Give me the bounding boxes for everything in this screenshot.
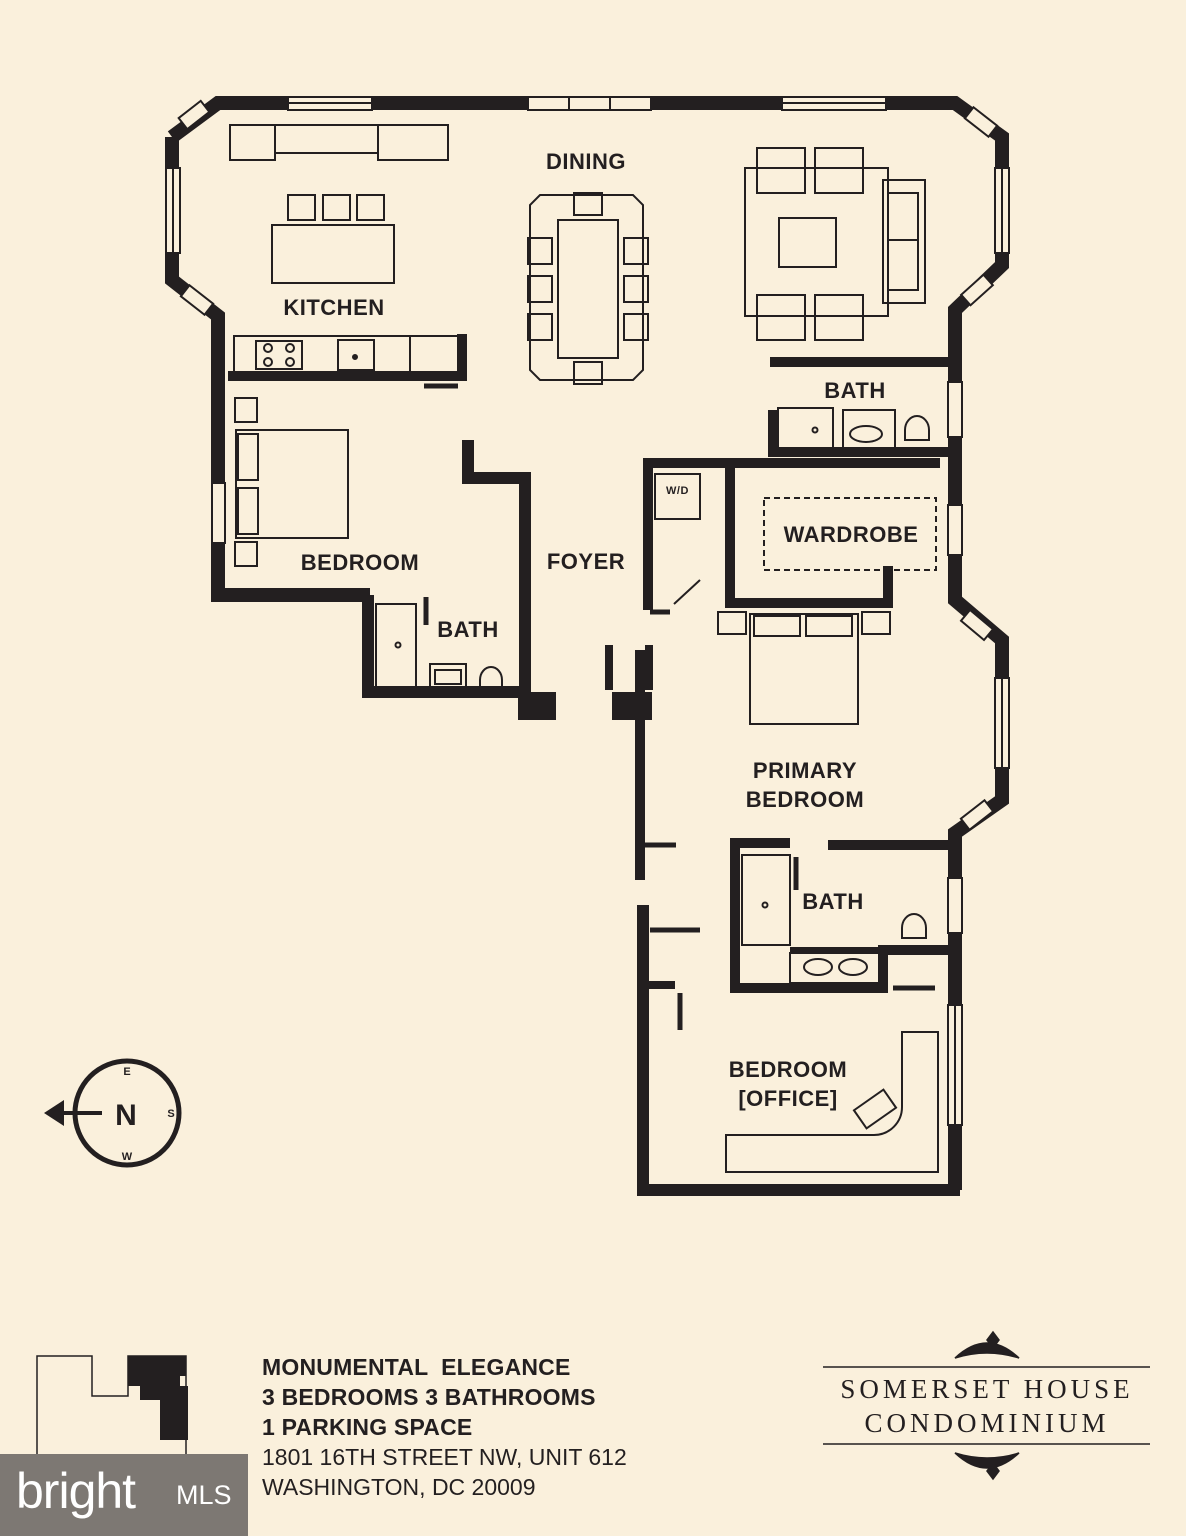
- listing-rooms: 3 BEDROOMS 3 BATHROOMS: [262, 1384, 596, 1410]
- label-wardrobe: WARDROBE: [783, 522, 919, 547]
- label-bath-1: BATH: [824, 378, 886, 403]
- key-plan: [36, 1355, 188, 1455]
- wall-bedroom-bath: [362, 440, 531, 698]
- label-wd: W/D: [666, 485, 689, 497]
- label-bath-2: BATH: [437, 617, 499, 642]
- listing-city: WASHINGTON, DC 20009: [262, 1474, 536, 1500]
- listing-title: MONUMENTAL ELEGANCE: [262, 1354, 571, 1380]
- label-bedroom: BEDROOM: [300, 550, 420, 575]
- label-foyer: FOYER: [546, 549, 626, 574]
- label-office-1: BEDROOM: [728, 1057, 848, 1082]
- windows: [165, 96, 1010, 1126]
- brand-line-2: CONDOMINIUM: [864, 1408, 1110, 1438]
- bright-mls-watermark: bright MLS: [0, 1454, 248, 1536]
- label-dining: DINING: [546, 149, 626, 174]
- compass-n: N: [115, 1099, 137, 1132]
- listing-parking: 1 PARKING SPACE: [262, 1414, 473, 1440]
- compass-w: W: [122, 1151, 133, 1163]
- listing-address: 1801 16TH STREET NW, UNIT 612: [262, 1444, 627, 1470]
- label-bath-3: BATH: [802, 889, 864, 914]
- listing-info: MONUMENTAL ELEGANCE 3 BEDROOMS 3 BATHROO…: [262, 1352, 627, 1502]
- label-primary-2: BEDROOM: [745, 787, 865, 812]
- compass-icon: [44, 1058, 182, 1168]
- label-primary-1: PRIMARY: [752, 758, 858, 783]
- wall-east-lower: [637, 905, 960, 1196]
- bright-word: bright: [16, 1463, 136, 1519]
- brand-line-1: SOMERSET HOUSE: [840, 1374, 1134, 1404]
- brand-name: SOMERSET HOUSE CONDOMINIUM: [822, 1372, 1152, 1440]
- label-kitchen: KITCHEN: [283, 295, 385, 320]
- furniture: [229, 124, 939, 1173]
- outer-wall-top: [167, 96, 1009, 1190]
- compass-e: E: [123, 1066, 130, 1078]
- brand-ornament: [823, 1330, 1150, 1481]
- label-office-2: [OFFICE]: [738, 1086, 838, 1111]
- compass-s: S: [167, 1108, 174, 1120]
- mls-word: MLS: [176, 1480, 232, 1510]
